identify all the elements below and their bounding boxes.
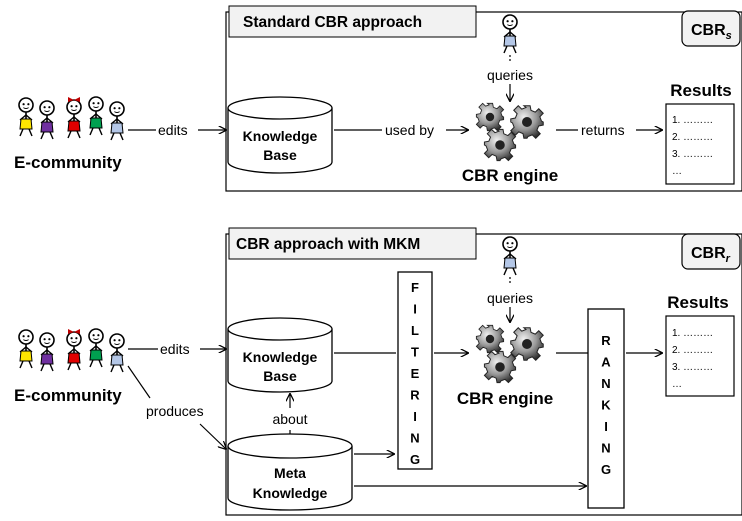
top-usedby-label: used by [385, 122, 434, 138]
bottom-results-title: Results [667, 293, 728, 312]
bottom-results-item-4: … [672, 379, 682, 390]
filtering-letter: N [410, 431, 419, 446]
bottom-produces-label: produces [146, 403, 204, 419]
top-community-label: E-community [14, 153, 122, 172]
ranking-letter: R [601, 333, 611, 348]
filtering-letter: R [410, 388, 420, 403]
top-community-figures [18, 96, 125, 141]
top-panel-title-box [228, 5, 477, 38]
top-cbr-tag-label: CBRs [691, 22, 732, 42]
bottom-community-figures [18, 328, 125, 373]
top-engine-label: CBR engine [462, 166, 558, 185]
bottom-query-user-icon [502, 236, 518, 276]
ranking-letter: N [601, 441, 610, 456]
bottom-filtering-box [397, 271, 433, 470]
top-knowledge-base: Knowledge Base [227, 96, 333, 174]
bottom-engine-label: CBR engine [457, 389, 553, 408]
bottom-results-item-1: 1. ……… [672, 328, 713, 339]
top-results-item-3: 3. ……… [672, 149, 713, 160]
top-results-title: Results [670, 81, 731, 100]
filtering-letter: E [411, 366, 420, 381]
bottom-panel: CBR approach with MKM CBRr E-community e… [14, 227, 742, 516]
top-panel: Standard CBR approach CBRs E-community e… [14, 5, 742, 192]
bottom-about-label: about [272, 411, 307, 427]
top-edits-label: edits [158, 122, 188, 138]
bottom-mk-line2: Knowledge [253, 485, 328, 501]
bottom-panel-title-box [228, 227, 477, 260]
bottom-results-item-2: 2. ……… [672, 345, 713, 356]
ranking-letter: G [601, 462, 611, 477]
bottom-results-box [665, 315, 735, 397]
bottom-cbr-tag-label: CBRr [691, 245, 731, 265]
bottom-knowledge-base: Knowledge Base [227, 317, 333, 393]
bottom-ranking-box [587, 308, 625, 509]
bottom-kb-line2: Base [263, 368, 297, 384]
top-panel-title: Standard CBR approach [243, 14, 422, 31]
top-results-box [665, 103, 735, 185]
top-cbr-tag [681, 10, 741, 47]
bottom-kb-line1: Knowledge [243, 349, 318, 365]
bottom-produces-arrow [199, 423, 226, 449]
bottom-cbr-tag [681, 233, 741, 270]
top-kb-line1: Knowledge [243, 128, 318, 144]
bottom-panel-title: CBR approach with MKM [236, 236, 420, 253]
top-query-user-icon [502, 14, 518, 54]
ranking-letter: I [604, 419, 608, 434]
top-returns-label: returns [581, 122, 625, 138]
bottom-results-item-3: 3. ……… [672, 362, 713, 373]
top-results-item-1: 1. ……… [672, 115, 713, 126]
filtering-letter: F [411, 280, 419, 295]
bottom-community-label: E-community [14, 386, 122, 405]
top-kb-line2: Base [263, 147, 297, 163]
filtering-letter: I [413, 409, 417, 424]
bottom-meta-knowledge: Meta Knowledge [227, 433, 353, 511]
bottom-mk-line1: Meta [274, 465, 306, 481]
ranking-letter: A [601, 355, 611, 370]
ranking-letter: N [601, 376, 610, 391]
bottom-queries-label: queries [487, 290, 533, 306]
bottom-produces-line-top [127, 365, 151, 399]
filtering-letter: G [410, 452, 420, 467]
filtering-letter: T [411, 345, 419, 360]
ranking-letter: K [601, 398, 611, 413]
bottom-edits-label: edits [160, 341, 190, 357]
top-results-item-2: 2. ……… [672, 132, 713, 143]
top-queries-label: queries [487, 67, 533, 83]
filtering-letter: I [413, 302, 417, 317]
filtering-letter: L [411, 323, 419, 338]
top-results-item-4: … [672, 166, 682, 177]
